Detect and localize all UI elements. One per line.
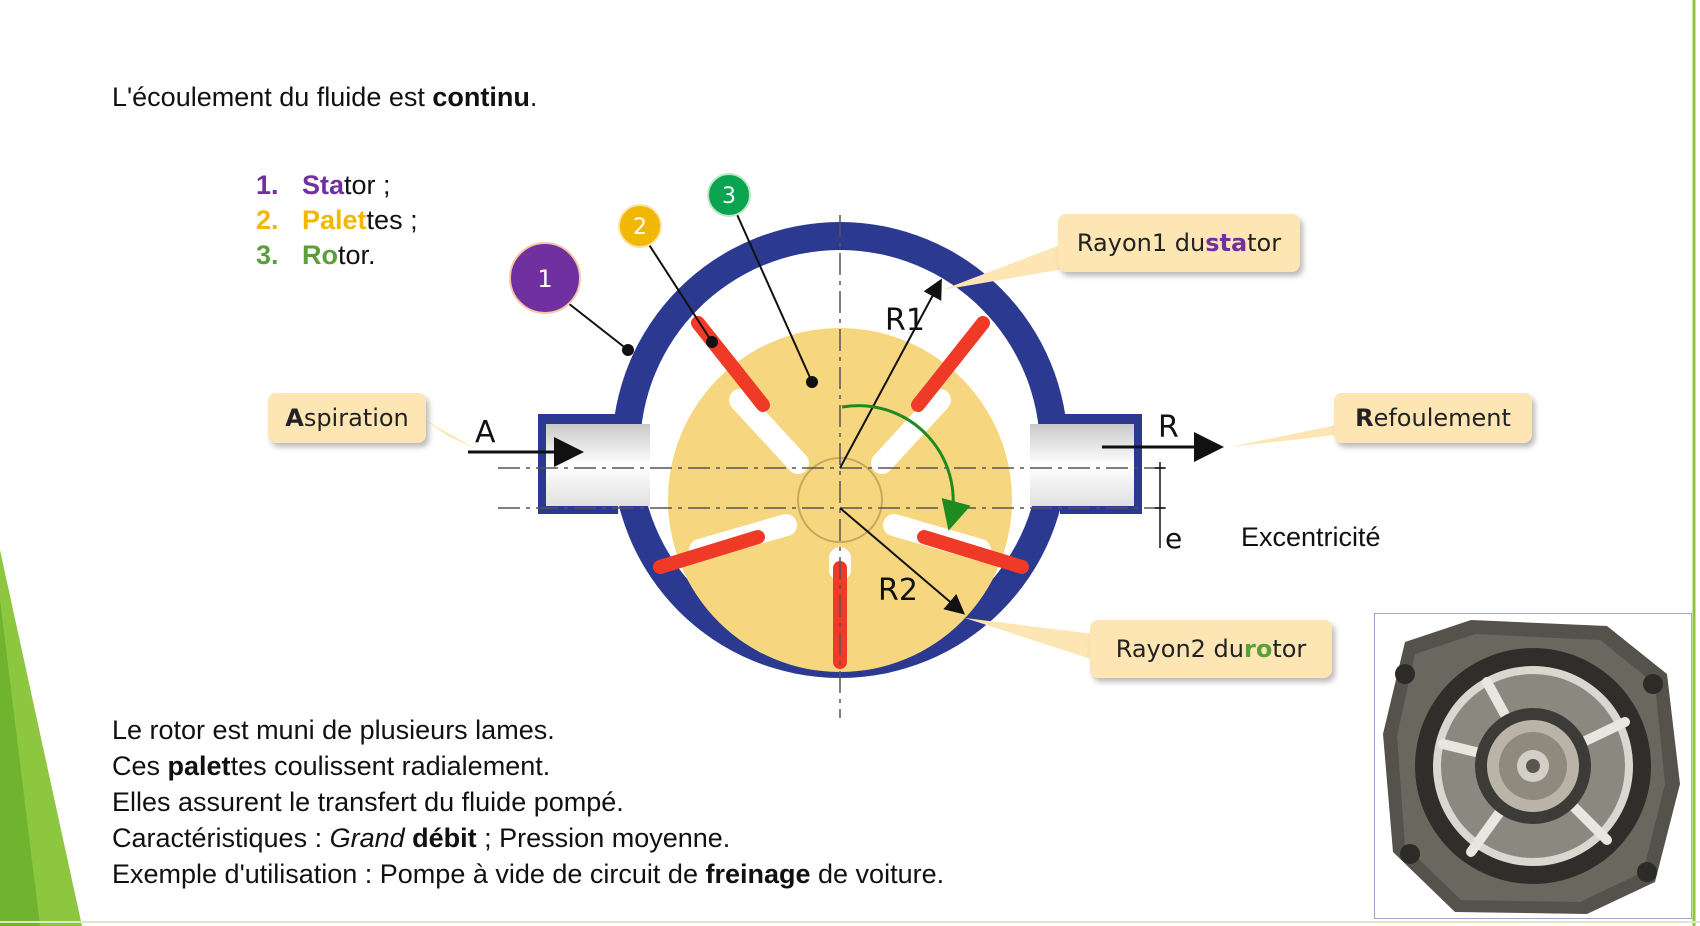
body-line-bold: palet	[167, 751, 231, 781]
leader-dot	[706, 336, 718, 348]
callout-suffix: tor	[1272, 635, 1307, 663]
body-line: Ces palettes coulissent radialement.	[112, 748, 944, 784]
legend-highlight: Palet	[302, 205, 367, 235]
body-line: Caractéristiques : Grand débit ; Pressio…	[112, 820, 944, 856]
body-line-part: de voiture.	[810, 859, 945, 889]
r2-label: R2	[878, 573, 918, 608]
body-line-bold: freinage	[705, 859, 811, 889]
vane	[917, 530, 1029, 574]
rotation-arrow	[841, 404, 971, 531]
badge-stator: 1	[509, 242, 581, 314]
legend-highlight: Ro	[302, 240, 338, 270]
header-suffix: .	[529, 82, 538, 112]
header-sentence: L'écoulement du fluide est continu.	[112, 82, 537, 113]
vane	[911, 316, 990, 412]
leader-dot	[622, 344, 634, 356]
body-line-part: Ces	[112, 751, 168, 781]
callout-rest: efoulement	[1373, 404, 1511, 432]
legend-rest: tor ;	[344, 170, 391, 200]
inlet-port	[600, 424, 650, 506]
callout-prefix: Rayon1 du	[1076, 229, 1206, 257]
callout-highlight: sta	[1205, 229, 1248, 257]
badge-label: 1	[537, 265, 552, 293]
left-green-accent-dark	[0, 600, 40, 926]
legend-item-rotor: 3. Rotor.	[256, 240, 376, 271]
center-lines	[498, 215, 1168, 718]
badge-rotor: 3	[707, 173, 751, 217]
refoulement-pointer	[1230, 425, 1336, 447]
body-line-bold: débit	[412, 823, 477, 853]
eccentricity-label: Excentricité	[1241, 522, 1381, 552]
callout-highlight: ro	[1244, 635, 1273, 663]
legend-number: 2.	[256, 205, 279, 235]
header-prefix: L'écoulement du fluide est	[112, 82, 433, 112]
callout-suffix: tor	[1247, 229, 1282, 257]
body-line-part: Caractéristiques :	[112, 823, 330, 853]
callout-prefix: Rayon2 du	[1115, 635, 1244, 663]
eccentricity-letter: e	[1165, 522, 1182, 555]
rayon1-pointer	[942, 245, 1070, 290]
body-line: Exemple d'utilisation : Pompe à vide de …	[112, 856, 944, 892]
badge-vane: 2	[618, 204, 662, 248]
legend-rest: tor.	[338, 240, 376, 270]
pump-photo-drawing	[1383, 620, 1680, 914]
callout-bold: R	[1355, 404, 1374, 432]
body-line: Le rotor est muni de plusieurs lames.	[112, 715, 555, 745]
description-text: Le rotor est muni de plusieurs lames. Ce…	[112, 712, 944, 892]
body-line-italic: Grand	[329, 823, 405, 853]
outlet-letter: R	[1158, 410, 1179, 445]
leader-line-stator	[567, 302, 629, 351]
callout-rest: spiration	[303, 404, 409, 432]
legend-item-palettes: 2. Palettes ;	[256, 205, 418, 236]
r1-arrow	[839, 278, 942, 469]
rayon2-pointer	[965, 618, 1094, 660]
callout-bold: A	[285, 404, 304, 432]
body-line: Elles assurent le transfert du fluide po…	[112, 787, 624, 817]
leader-line-vane	[645, 239, 713, 343]
leader-dot	[806, 376, 818, 388]
inlet-letter: A	[475, 415, 496, 450]
outlet-port	[1030, 424, 1080, 506]
header-bold: continu	[432, 82, 530, 112]
pump-photo	[1374, 613, 1692, 919]
leader-line-rotor	[734, 209, 813, 383]
body-line-part: tes coulissent radialement.	[230, 751, 551, 781]
badge-label: 3	[722, 184, 736, 209]
legend-item-stator: 1. Stator ;	[256, 170, 391, 201]
r2-arrow	[839, 507, 966, 615]
legend-number: 3.	[256, 240, 279, 270]
r1-label: R1	[885, 303, 925, 338]
legend-number: 1.	[256, 170, 279, 200]
body-line-part: Exemple d'utilisation : Pompe à vide de …	[112, 859, 706, 889]
vane	[653, 530, 765, 574]
legend-highlight: Sta	[302, 170, 345, 200]
badge-label: 2	[633, 215, 647, 240]
legend-rest: tes ;	[366, 205, 418, 235]
body-line-part: ; Pression moyenne.	[476, 823, 731, 853]
aspiration-pointer	[425, 420, 478, 450]
